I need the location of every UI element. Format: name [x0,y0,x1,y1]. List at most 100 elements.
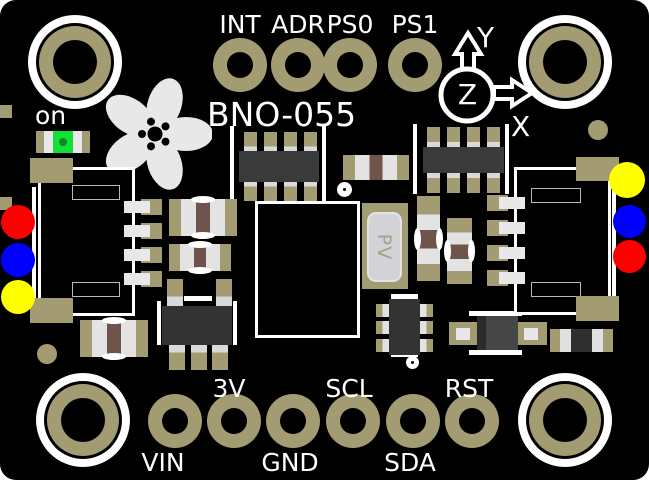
y-axis-label: Y [477,21,495,54]
connector-mount-pad [576,296,619,321]
diode-body [477,316,518,350]
pin-pad-ps1 [388,38,442,92]
pin-pad-scl [326,394,380,448]
connector-pin [124,201,150,213]
bottom-pin-label: 3V [212,374,246,403]
connector-pin [499,197,525,209]
connector-pin [499,247,525,259]
axis-indicator [438,29,536,124]
ic-pin [376,304,390,317]
pin1-marker [406,356,419,369]
ic-pin [467,172,480,193]
mounting-hole-top-right [529,26,601,98]
wire-dot-yellow [1,280,35,314]
ic-pin [487,172,500,193]
resistor [447,218,472,284]
connector-detail [72,282,120,297]
resistor [169,244,231,271]
top-pin-label: PS1 [391,10,439,39]
ic-pin [264,181,277,201]
connector-pin [499,222,525,234]
via-pad [37,344,57,364]
z-axis-label: Z [457,78,478,111]
connector-mount-pad [30,298,73,323]
ic-pin [212,344,228,370]
ic-pin [487,127,500,148]
mounting-hole-top-left [39,26,111,98]
pin-pad-int [213,38,267,92]
capacitor [169,199,237,236]
ic-pin [264,132,277,152]
top-pin-label: INT [219,10,261,39]
board-title: BNO-055 [207,95,357,134]
silkscreen-line [32,187,36,313]
z-axis-circle-icon [438,66,496,124]
connector-pin [124,273,150,285]
bottom-pin-label: SCL [325,374,373,403]
adafruit-logo [105,78,212,190]
ic-pin [467,127,480,148]
silkscreen-line [230,126,234,214]
capacitor [417,196,440,281]
ic-pin [376,339,390,352]
power-led-label: on [35,101,67,130]
silkscreen-line [413,124,417,194]
connector-detail [72,185,120,200]
bottom-pin-label: RST [444,374,494,403]
connector-pin [124,225,150,237]
pin-pad-rst [445,394,499,448]
bottom-pin-label: SDA [384,448,436,477]
ic-pin [167,279,183,307]
ic-pin [447,127,460,148]
power-led [36,131,90,153]
x-axis-arrow-icon [492,76,536,110]
connector-mount-pad [30,158,73,183]
ic-8pin [423,147,504,173]
ic-pin [304,181,317,201]
bottom-pin-label: GND [261,448,319,477]
wire-dot-red [613,240,646,273]
silkscreen-line [469,350,522,355]
ic-sot23-6 [389,299,420,355]
ic-8pin [239,151,319,182]
crystal-label: PV [373,233,396,261]
silkscreen-line [505,124,509,194]
diode-terminal [524,328,538,340]
ic-pin [244,181,257,201]
ic-pin [419,304,433,317]
silkscreen-line [612,183,616,305]
via-pad [588,120,608,140]
capacitor [550,329,613,352]
ic-pin [419,321,433,334]
silkscreen-line [322,126,326,214]
pin-pad-gnd [266,394,320,448]
wire-dot-blue [613,205,646,238]
mounting-hole-bottom-left [47,384,119,456]
ic-pin [376,321,390,334]
left-stemma-connector [38,167,135,316]
wire-dot-yellow [609,162,645,198]
ic-sot23-5 [162,306,232,345]
pin-pad-vin [148,394,202,448]
silkscreen-line [233,301,237,345]
wire-dot-blue [1,243,35,277]
pin-pad-3v [207,394,261,448]
ic-pin [191,344,207,370]
ic-pin [304,132,317,152]
pin-pad-ps0 [323,38,377,92]
ic-pin [447,172,460,193]
diode-terminal [456,328,470,340]
ic-pin [244,132,257,152]
connector-pin [499,272,525,284]
ic-pin [284,181,297,201]
fiducial-marker [337,182,352,197]
connector-detail [531,188,581,203]
ic-pin [427,127,440,148]
ic-pin [169,344,185,370]
connector-detail [531,282,581,297]
crystal-oscillator: PV [367,212,402,282]
mounting-hole-bottom-right [529,384,601,456]
top-pin-label: ADR [271,10,325,39]
capacitor [80,320,148,357]
